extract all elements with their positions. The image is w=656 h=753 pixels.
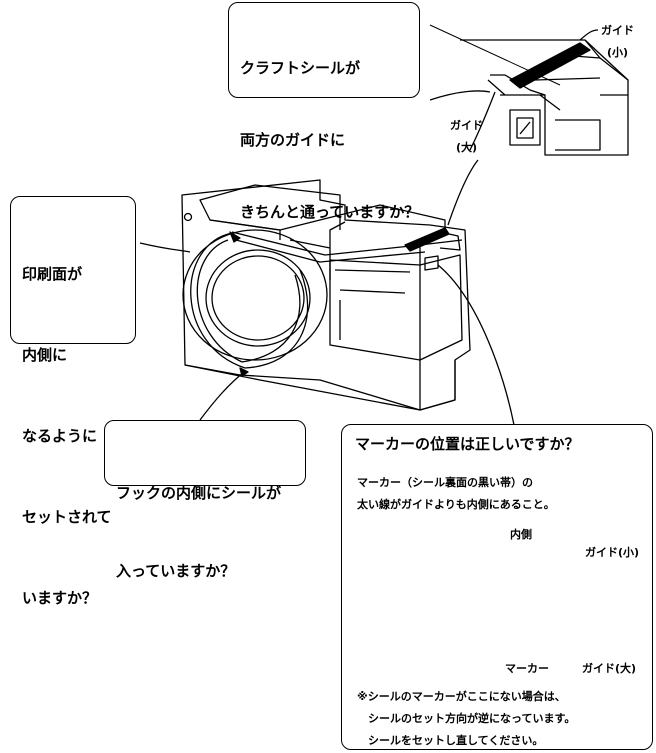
callout-marker-note-3: シールをセットし直してください。 [357, 734, 544, 747]
callout-marker-desc-2: 太い線がガイドよりも内側にあること。 [357, 498, 555, 511]
callout-print-side-line-3: なるように [22, 427, 98, 445]
label-guide-small-top-paren: (小) [607, 46, 629, 59]
callout-hook-line-2: 入っていますか？ [116, 562, 236, 580]
callout-print-side-line-4: セットされて [22, 508, 112, 526]
callout-marker-desc-1: マーカー（シール裏面の黒い帯）の [357, 476, 533, 489]
callout-guides-line-2: 両方のガイドに [240, 131, 346, 149]
label-guide-large-inline: ガイド(大) [582, 662, 637, 675]
callout-guides-line-1: クラフトシールが [240, 59, 361, 77]
callout-print-side [10, 196, 136, 344]
callout-print-side-text: 印刷面が 内側に なるように セットされて いますか？ [22, 207, 112, 639]
callout-marker-note-2: シールのセット方向が逆になっています。 [357, 712, 576, 725]
callout-guides [228, 2, 420, 98]
label-guide-small-inline: ガイド(小) [585, 546, 640, 559]
callout-hook-line-1: フックの内側にシールが [116, 484, 282, 502]
callout-print-side-line-2: 内側に [22, 346, 68, 364]
label-guide-large-top: ガイド [450, 119, 483, 132]
callout-print-side-line-1: 印刷面が [22, 265, 83, 283]
callout-marker-note-1: ※シールのマーカーがここにない場合は、 [357, 690, 566, 703]
label-marker: マーカー [505, 662, 549, 675]
main-cartridge [181, 179, 471, 411]
label-inner: 内側 [510, 528, 532, 541]
callout-hook-text: フックの内側にシールが 入っていますか？ [116, 428, 281, 610]
callout-print-side-line-5: いますか？ [22, 589, 98, 607]
label-guide-large-top-paren: (大) [456, 141, 478, 154]
callout-marker-title: マーカーの位置は正しいですか？ [355, 435, 580, 453]
label-guide-small-top: ガイド [601, 24, 634, 37]
callout-marker [341, 424, 653, 750]
callout-guides-line-3: きちんと通っていますか？ [240, 203, 420, 221]
callout-guides-text: クラフトシールが 両方のガイドに きちんと通っていますか？ [240, 8, 419, 248]
top-inset-detail [429, 24, 629, 156]
callout-hook [104, 420, 306, 486]
